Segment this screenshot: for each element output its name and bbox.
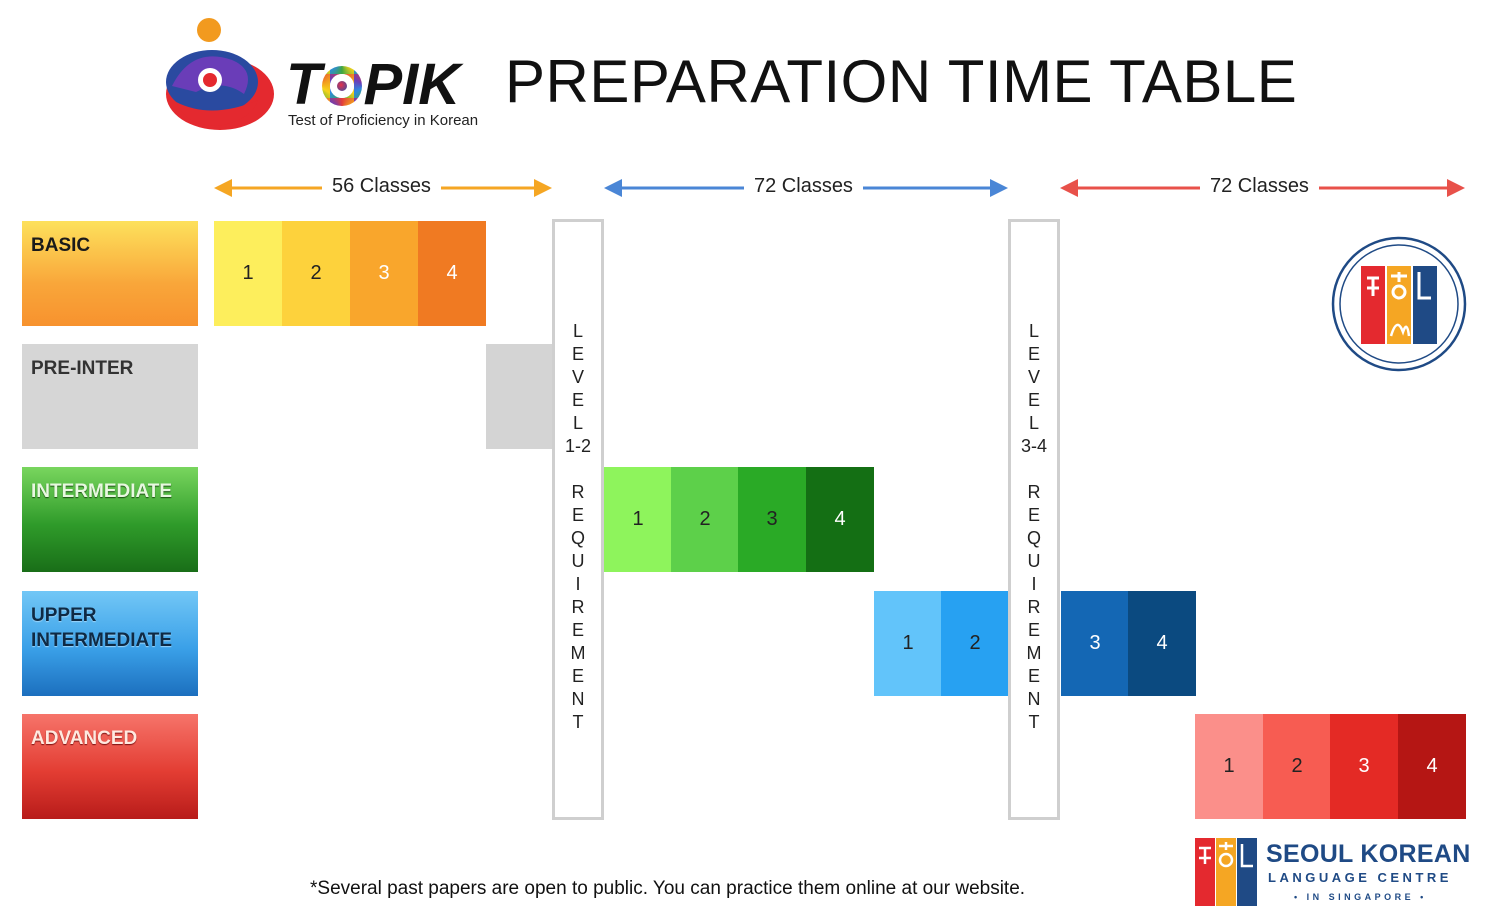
basic-block: 1 bbox=[214, 221, 282, 326]
upper-block: 2 bbox=[941, 591, 1009, 696]
level-label-upper-intermediate: UPPER INTERMEDIATE bbox=[22, 591, 198, 696]
basic-block: 2 bbox=[282, 221, 350, 326]
upper-block: 4 bbox=[1128, 591, 1196, 696]
basic-block: 3 bbox=[350, 221, 418, 326]
span-label-advanced: 72 Classes bbox=[1200, 175, 1319, 198]
school-name: SEOUL KOREAN bbox=[1266, 840, 1471, 868]
basic-block: 4 bbox=[418, 221, 486, 326]
level-label-advanced: ADVANCED bbox=[22, 714, 198, 819]
topik-emblem-icon bbox=[152, 16, 278, 134]
topik-logo-subtitle: Test of Proficiency in Korean bbox=[288, 112, 479, 129]
span-label-basic: 56 Classes bbox=[322, 175, 441, 198]
school-logo-icon bbox=[1195, 836, 1259, 908]
span-label-intermediate: 72 Classes bbox=[744, 175, 863, 198]
school-subtitle: LANGUAGE CENTRE bbox=[1268, 870, 1452, 885]
footnote: *Several past papers are open to public.… bbox=[310, 878, 1026, 899]
intermediate-block: 2 bbox=[671, 467, 739, 572]
intermediate-block: 4 bbox=[806, 467, 874, 572]
level-label-upper-line1: UPPER bbox=[31, 605, 97, 626]
upper-block: 3 bbox=[1061, 591, 1129, 696]
pre-inter-block bbox=[486, 344, 552, 449]
advanced-block: 3 bbox=[1330, 714, 1398, 819]
intermediate-block: 3 bbox=[738, 467, 806, 572]
level-label-intermediate: INTERMEDIATE bbox=[22, 467, 198, 572]
school-location: • IN SINGAPORE • bbox=[1294, 892, 1427, 902]
page-title: PREPARATION TIME TABLE bbox=[505, 48, 1298, 115]
intermediate-block: 1 bbox=[604, 467, 672, 572]
level-label-basic: BASIC bbox=[22, 221, 198, 326]
advanced-block: 1 bbox=[1195, 714, 1263, 819]
school-emblem-icon bbox=[1331, 236, 1467, 372]
topik-o-icon bbox=[322, 66, 363, 106]
advanced-block: 4 bbox=[1398, 714, 1466, 819]
advanced-block: 2 bbox=[1263, 714, 1331, 819]
upper-block: 1 bbox=[874, 591, 942, 696]
level-label-upper-line2: INTERMEDIATE bbox=[31, 630, 173, 651]
level-label-pre-inter: PRE-INTER bbox=[22, 344, 198, 449]
